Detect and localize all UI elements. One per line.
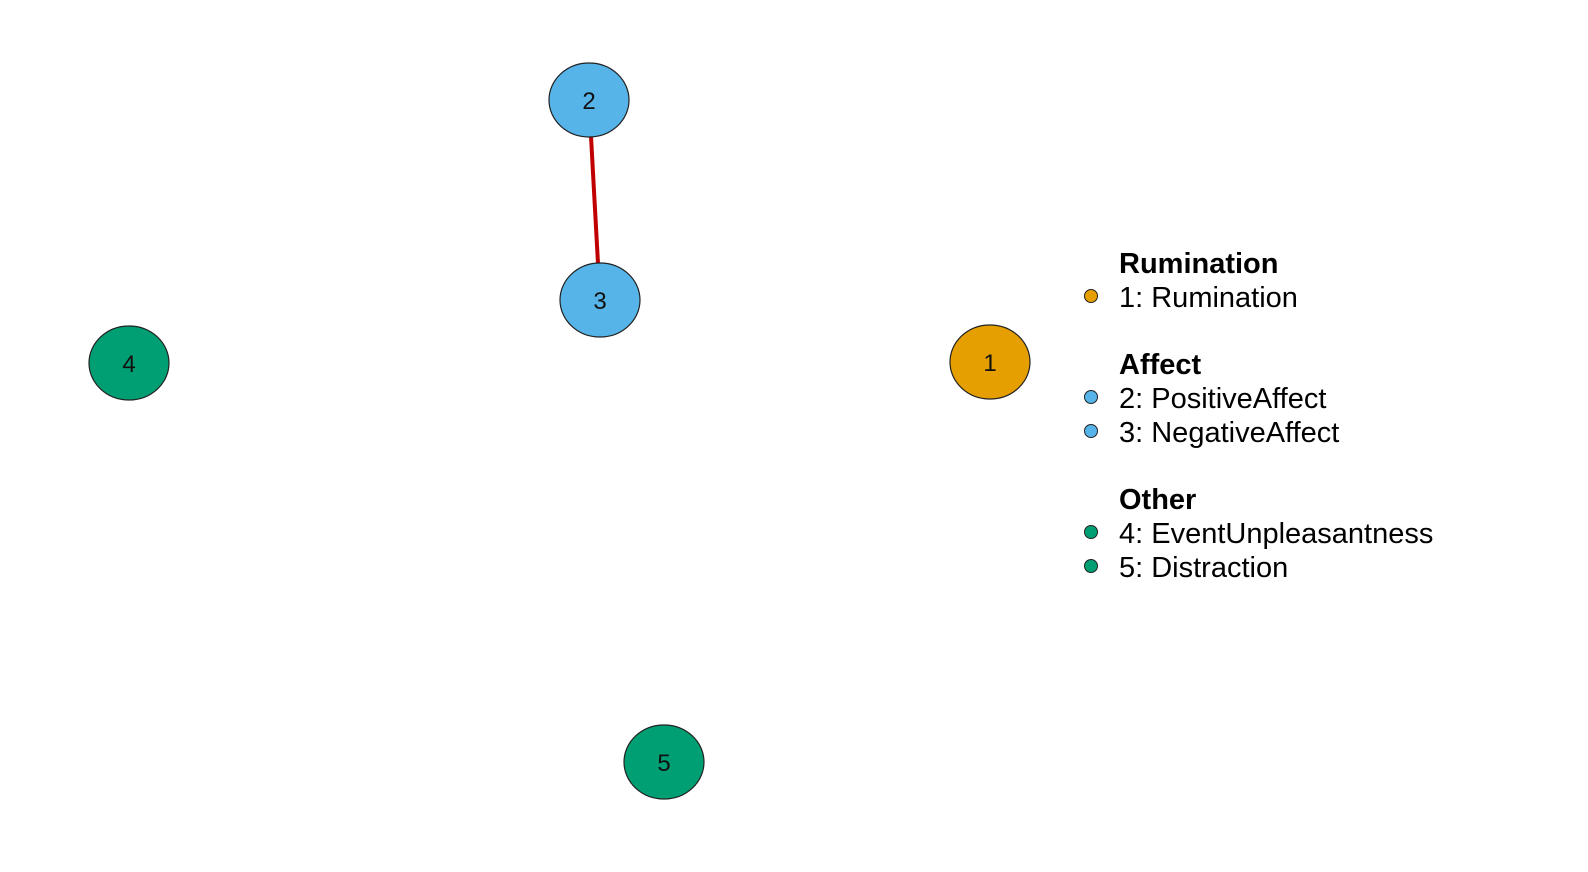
node-label: 3 [593, 288, 606, 315]
legend-group-title: Affect [1119, 349, 1202, 381]
nodes-layer: 1 2 3 4 5 [88, 62, 1031, 800]
legend-item-label: 4: EventUnpleasantness [1119, 518, 1433, 550]
node-label: 2 [582, 88, 595, 115]
legend-item-label: 3: NegativeAffect [1119, 417, 1339, 449]
node-circle [88, 325, 170, 401]
legend-marker [1084, 289, 1098, 303]
node-4: 4 [88, 325, 170, 401]
legend-marker [1084, 559, 1098, 573]
legend-item-label: 2: PositiveAffect [1119, 383, 1326, 415]
node-label: 4 [122, 351, 135, 378]
node-circle [559, 262, 641, 338]
node-label: 5 [657, 750, 670, 777]
legend-marker [1084, 424, 1098, 438]
node-2: 2 [548, 62, 630, 138]
edge-2-3 [589, 136, 600, 264]
node-circle [623, 724, 705, 800]
legend-group-title: Rumination [1119, 248, 1279, 280]
legend-item-label: 5: Distraction [1119, 552, 1288, 584]
edges-layer [589, 136, 600, 264]
node-circle [949, 324, 1031, 400]
node-label: 1 [983, 350, 996, 377]
legend-marker [1084, 525, 1098, 539]
node-1: 1 [949, 324, 1031, 400]
legend-item-label: 1: Rumination [1119, 282, 1298, 314]
node-5: 5 [623, 724, 705, 800]
legend-group-title: Other [1119, 484, 1196, 516]
node-circle [548, 62, 630, 138]
legend-marker [1084, 390, 1098, 404]
node-3: 3 [559, 262, 641, 338]
